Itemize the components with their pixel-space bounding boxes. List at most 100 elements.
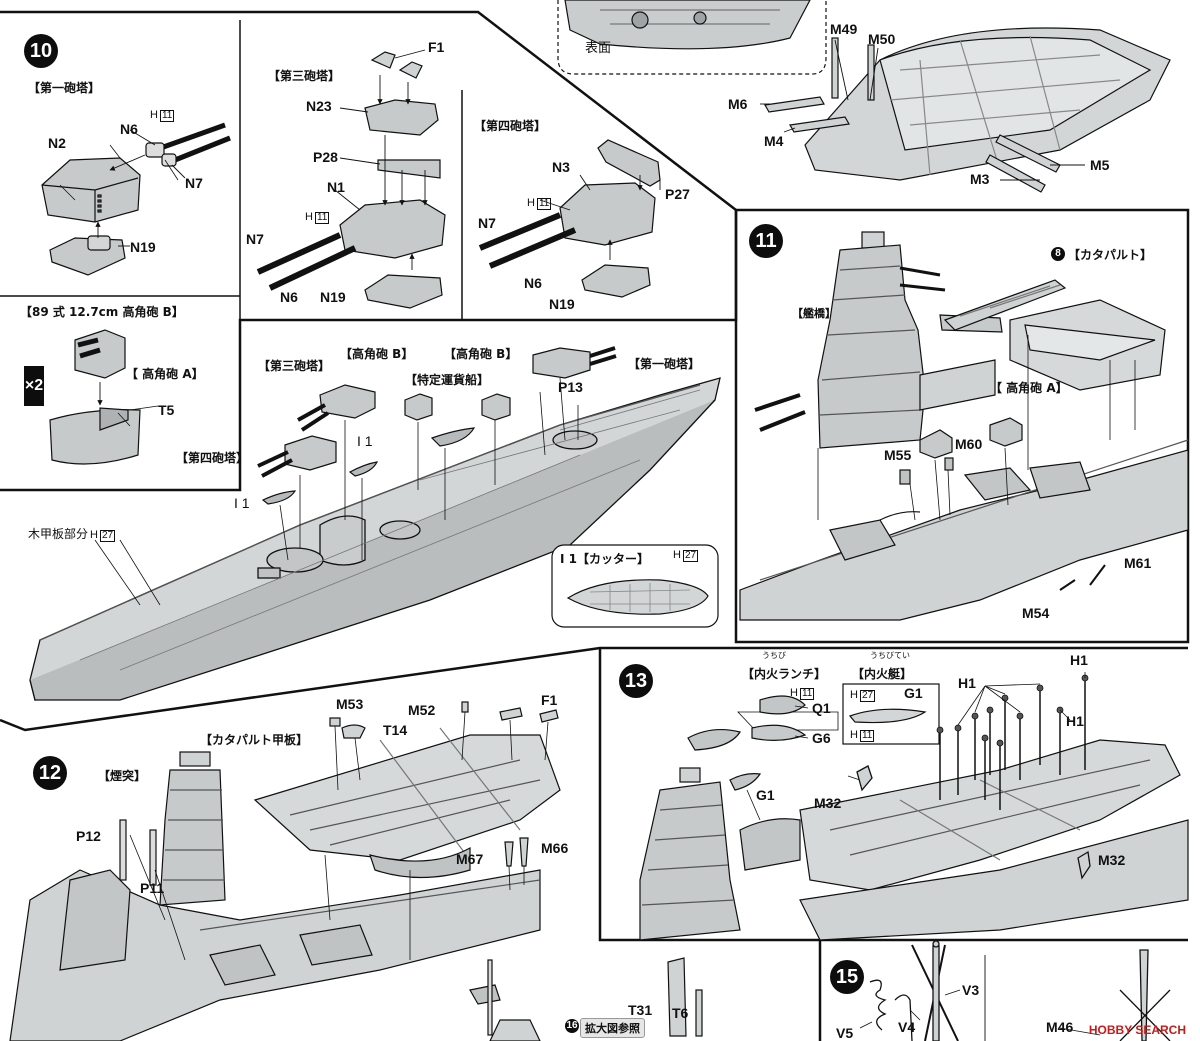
part-H1: H1 — [958, 675, 976, 691]
bridge-label: 【艦橋】 — [792, 307, 836, 320]
step13-pins — [939, 680, 1086, 810]
part-N6: N6 — [280, 289, 298, 305]
part-M49: M49 — [830, 21, 858, 37]
part-T14: T14 — [383, 722, 408, 738]
hull-arrows — [119, 377, 579, 606]
part-P13: P13 — [558, 379, 583, 395]
part-H1: H1 — [1066, 713, 1084, 729]
part-V3: V3 — [962, 982, 980, 998]
launch-ruby: うちび — [762, 651, 786, 660]
step16-partial — [489, 957, 703, 1041]
turret4-header: 【第四砲塔】 — [474, 119, 547, 133]
hull-superstructure-parts — [257, 346, 617, 505]
part-M6: M6 — [728, 96, 748, 112]
top-leader-lines — [760, 39, 1085, 181]
part-Q1: Q1 — [812, 700, 831, 716]
aa-gun-drawing — [49, 329, 141, 465]
turret4-arrows — [579, 174, 661, 260]
multiplier-badge: ×2 — [24, 366, 44, 406]
part-I1: I 1 — [357, 433, 373, 449]
step-16-reference-marker: 16 — [565, 1019, 579, 1033]
step-15-marker: 15 — [830, 960, 864, 994]
catapult-label: 【カタパルト】 — [1068, 248, 1153, 262]
turret4-drawing — [478, 139, 661, 298]
enlarged-view-note: 拡大図参照 — [580, 1018, 645, 1038]
part-M52: M52 — [408, 702, 436, 718]
part-T5: T5 — [158, 402, 175, 418]
launch-label: 【内火ランチ】 — [742, 667, 827, 681]
part-P12: P12 — [76, 828, 101, 844]
part-H1: H1 — [1070, 652, 1088, 668]
cutter-box-title: I 1【カッター】 — [560, 552, 649, 566]
step12-funnel — [119, 751, 226, 906]
part-M4: M4 — [764, 133, 784, 149]
aa-gun-a-label: 【 高角砲 A】 — [126, 367, 204, 381]
part-M55: M55 — [884, 447, 912, 463]
aa-gun-b-label: 【高角砲 B】 — [444, 347, 518, 361]
step12-parts — [329, 701, 559, 867]
turret1-arrows — [95, 129, 186, 247]
part-N19: N19 — [320, 289, 346, 305]
step11-bridge — [754, 231, 1003, 449]
part-V5: V5 — [836, 1025, 854, 1041]
step-8-reference-marker: 8 — [1051, 247, 1065, 261]
part-M53: M53 — [336, 696, 364, 712]
hull-details — [79, 389, 701, 671]
turret1-label: 【第一砲塔】 — [628, 357, 701, 371]
step11-catapult — [943, 279, 1166, 391]
part-M32: M32 — [1098, 852, 1126, 868]
part-M50: M50 — [868, 31, 896, 47]
part-N19: N19 — [130, 239, 156, 255]
step13-m32 — [856, 765, 1091, 880]
part-T31: T31 — [628, 1002, 653, 1018]
surface-detail-box — [557, 0, 827, 75]
part-G6: G6 — [812, 730, 831, 746]
aa-gun-b-label: 【高角砲 B】 — [340, 347, 414, 361]
turret1-header: 【第一砲塔】 — [28, 81, 101, 95]
part-N23: N23 — [306, 98, 332, 114]
part-G1: G1 — [904, 685, 923, 701]
turret3-label: 【第三砲塔】 — [258, 359, 331, 373]
top-hull-piece — [564, 0, 811, 50]
panel-dividers — [0, 20, 821, 1041]
part-V4: V4 — [898, 1019, 916, 1035]
part-M5: M5 — [1090, 157, 1110, 173]
part-M60: M60 — [955, 436, 983, 452]
surface-label: 表面 — [585, 41, 612, 56]
part-M32: M32 — [814, 795, 842, 811]
part-N1: N1 — [327, 179, 345, 195]
funnel-label: 【煙突】 — [98, 769, 147, 783]
boat-ruby: うちびてい — [870, 651, 910, 660]
part-N6: N6 — [524, 275, 542, 291]
step-10-marker: 10 — [24, 34, 58, 68]
part-F1: F1 — [428, 39, 445, 55]
step15-leaders — [859, 989, 1101, 1036]
part-M54: M54 — [1022, 605, 1050, 621]
turret4-label: 【第四砲塔】 — [176, 451, 249, 465]
part-M61: M61 — [1124, 555, 1152, 571]
part-N19: N19 — [549, 296, 575, 312]
part-N7: N7 — [185, 175, 203, 191]
part-P27: P27 — [665, 186, 690, 202]
cutter-inset — [551, 544, 719, 628]
aa-gun-a-label: 【 高角砲 A】 — [990, 381, 1068, 395]
step11-hull — [739, 417, 1189, 621]
part-N2: N2 — [48, 135, 66, 151]
part-N7: N7 — [478, 215, 496, 231]
turret3-drawing — [256, 51, 446, 309]
part-T6: T6 — [672, 1005, 689, 1021]
boat-label: 【内火艇】 — [852, 667, 913, 681]
step-11-marker: 11 — [749, 224, 783, 258]
part-N6: N6 — [120, 121, 138, 137]
upper-hull-assembly — [804, 27, 1171, 181]
part-N3: N3 — [552, 159, 570, 175]
cargo-boat-label: 【特定運貨船】 — [405, 373, 490, 387]
step13-boats — [687, 683, 940, 791]
part-M67: M67 — [456, 851, 484, 867]
step13-ship — [639, 739, 1189, 941]
